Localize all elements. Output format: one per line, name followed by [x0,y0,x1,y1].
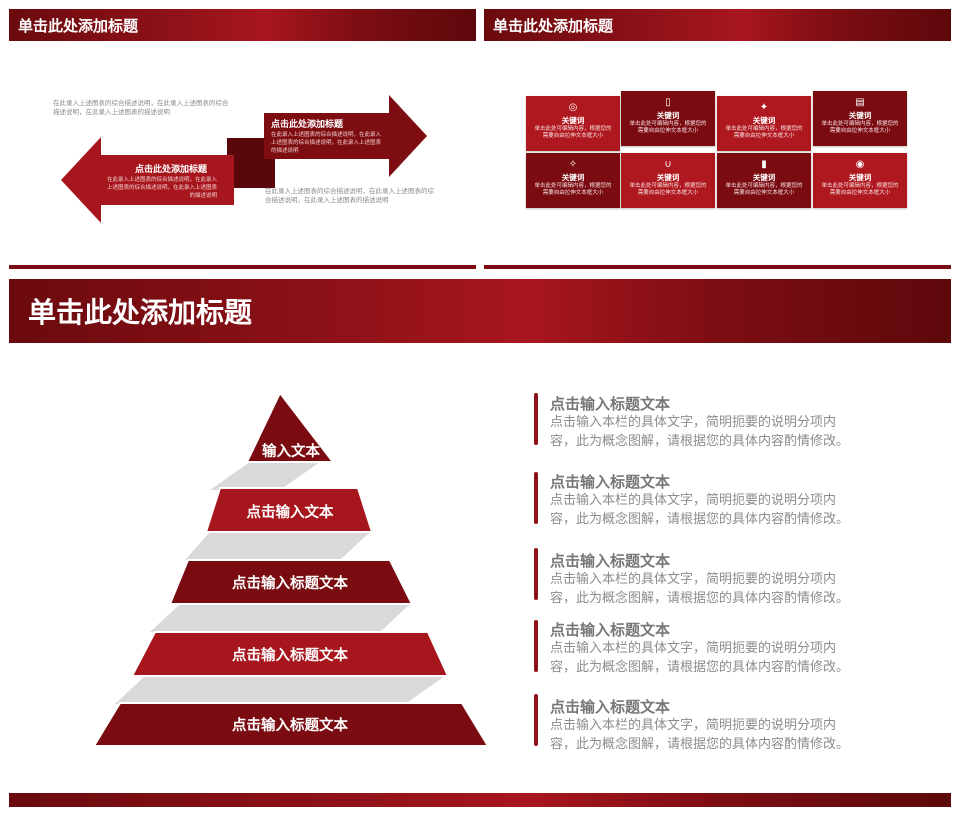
slide1-bottom-rule [9,265,476,269]
pyramid-label-5[interactable]: 点击输入标题文本 [232,718,348,734]
slide-thumbnail-1[interactable]: 单击此处添加标题 在此录入上述图表的综合描述说明，在此录入上述图表的综合描述说明… [9,9,476,271]
slide-thumbnail-2[interactable]: 单击此处添加标题 ◎ 关键词 单击此处可编辑内容，根据您的需要自由拉伸文本框大小… [484,9,951,271]
left-arrow-title: 点击此处添加标题 [135,165,208,175]
card-desc: 单击此处可编辑内容，根据您的需要自由拉伸文本框大小 [534,183,612,196]
right-arrow-shape [264,95,427,177]
pyramid-shadow [185,532,370,560]
slide1-intro-text: 在此录入上述图表的综合描述说明，在此录入上述图表的综合描述说明，在此录入上述图表… [53,99,229,116]
card-desc: 单击此处可编辑内容，根据您的需要自由拉伸文本框大小 [725,183,803,196]
slide1-title-bar [9,9,476,41]
keyword-card-8[interactable]: ◉ 关键词 单击此处可编辑内容，根据您的需要自由拉伸文本框大小 [813,153,907,208]
card-desc: 单击此处可编辑内容，根据您的需要自由拉伸文本框大小 [629,183,707,196]
item-1-title[interactable]: 点击输入标题文本 [550,395,671,413]
item-accent-bar [534,620,538,672]
item-4-desc[interactable]: 点击输入本栏的具体文字，简明扼要的说明分项内容，此为概念图解，请根据您的具体内容… [550,641,850,675]
pyramid-shadow [115,676,445,704]
left-arrow-shape [61,137,234,223]
item-4-title[interactable]: 点击输入标题文本 [550,621,671,639]
pyramid-label-2[interactable]: 点击输入文本 [246,505,334,521]
keyword-card-6[interactable]: ∪ 关键词 单击此处可编辑内容，根据您的需要自由拉伸文本框大小 [621,153,715,208]
card-desc: 单击此处可编辑内容，根据您的需要自由拉伸文本框大小 [629,121,707,134]
arrow-connector [227,138,275,188]
slide1-bottom-text: 在此录入上述图表的综合描述说明，在此录入上述图表的综合描述说明，在此录入上述图表… [265,187,434,204]
item-1-desc[interactable]: 点击输入本栏的具体文字，简明扼要的说明分项内容，此为概念图解，请根据您的具体内容… [550,415,850,449]
gamepad-icon: ✦ [759,102,769,113]
phone-icon: ▮ [761,159,767,170]
pyramid-tier-5 [92,702,490,747]
double-arrow-diagram [61,95,427,223]
card-desc: 单击此处可编辑内容，根据您的需要自由拉伸文本框大小 [821,121,899,134]
card-keyword: 关键词 [656,173,680,182]
item-accent-bar [534,393,538,445]
magnet-icon: ∪ [664,159,672,170]
left-arrow-desc: 在此录入上述图表的综合描述说明，在此录入上述图表的综合描述说明，在此录入上述图表… [106,177,217,199]
main-slide-title[interactable]: 单击此处添加标题 [28,296,253,329]
card-keyword: 关键词 [656,111,680,120]
item-3-desc[interactable]: 点击输入本栏的具体文字，简明扼要的说明分项内容，此为概念图解，请根据您的具体内容… [550,572,850,606]
main-bottom-bar [9,793,951,807]
keyword-card-3[interactable]: ✦ 关键词 单击此处可编辑内容，根据您的需要自由拉伸文本框大小 [717,96,811,151]
pyramid-label-3[interactable]: 点击输入标题文本 [232,576,348,592]
slide2-bottom-rule [484,265,951,269]
keyword-card-5[interactable]: ✧ 关键词 单击此处可编辑内容，根据您的需要自由拉伸文本框大小 [526,153,620,208]
item-2-desc[interactable]: 点击输入本栏的具体文字，简明扼要的说明分项内容，此为概念图解，请根据您的具体内容… [550,493,850,527]
card-desc: 单击此处可编辑内容，根据您的需要自由拉伸文本框大小 [534,126,612,139]
pyramid-label-4[interactable]: 点击输入标题文本 [232,648,348,664]
item-accent-bar [534,472,538,524]
item-3-title[interactable]: 点击输入标题文本 [550,552,671,570]
pyramid-tier-1 [245,391,336,463]
keyword-card-4[interactable]: ▤ 关键词 单击此处可编辑内容，根据您的需要自由拉伸文本框大小 [813,91,907,146]
keyword-card-1[interactable]: ◎ 关键词 单击此处可编辑内容，根据您的需要自由拉伸文本框大小 [526,96,620,151]
slide2-title-bar [484,9,951,41]
item-2-title[interactable]: 点击输入标题文本 [550,473,671,491]
slide2-title: 单击此处添加标题 [493,17,614,35]
right-arrow-title: 点击此处添加标题 [271,120,344,130]
card-keyword: 关键词 [561,173,585,182]
pyramid-shadow [210,462,320,490]
pyramid-shadow [150,604,410,632]
card-keyword: 关键词 [848,111,872,120]
pyramid-tier-3 [168,559,414,605]
keyword-card-2[interactable]: ▯ 关键词 单击此处可编辑内容，根据您的需要自由拉伸文本框大小 [621,91,715,146]
pyramid-tier-4 [130,631,450,677]
item-accent-bar [534,694,538,746]
card-desc: 单击此处可编辑内容，根据您的需要自由拉伸文本框大小 [821,183,899,196]
main-title-bar [9,279,951,343]
globe-icon: ◎ [568,102,578,113]
pyramid-tier-2 [204,487,374,533]
card-desc: 单击此处可编辑内容，根据您的需要自由拉伸文本框大小 [725,126,803,139]
card-keyword: 关键词 [752,116,776,125]
card-keyword: 关键词 [752,173,776,182]
item-5-desc[interactable]: 点击输入本栏的具体文字，简明扼要的说明分项内容，此为概念图解，请根据您的具体内容… [550,718,850,752]
satellite-icon: ✧ [568,159,578,170]
tablet-icon: ▯ [665,97,671,108]
right-arrow-desc: 在此录入上述图表的综合描述说明，在此录入上述图表的综合描述说明，在此录入上述图表… [271,132,382,154]
document-icon: ▤ [855,97,865,108]
keyword-card-7[interactable]: ▮ 关键词 单击此处可编辑内容，根据您的需要自由拉伸文本框大小 [717,153,811,208]
webcam-icon: ◉ [855,159,865,170]
card-keyword: 关键词 [561,116,585,125]
pyramid-diagram [92,391,490,747]
item-5-title[interactable]: 点击输入标题文本 [550,698,671,716]
item-accent-bar [534,548,538,600]
slide1-title: 单击此处添加标题 [18,17,139,35]
pyramid-label-1[interactable]: 输入文本 [262,444,320,460]
card-keyword: 关键词 [848,173,872,182]
